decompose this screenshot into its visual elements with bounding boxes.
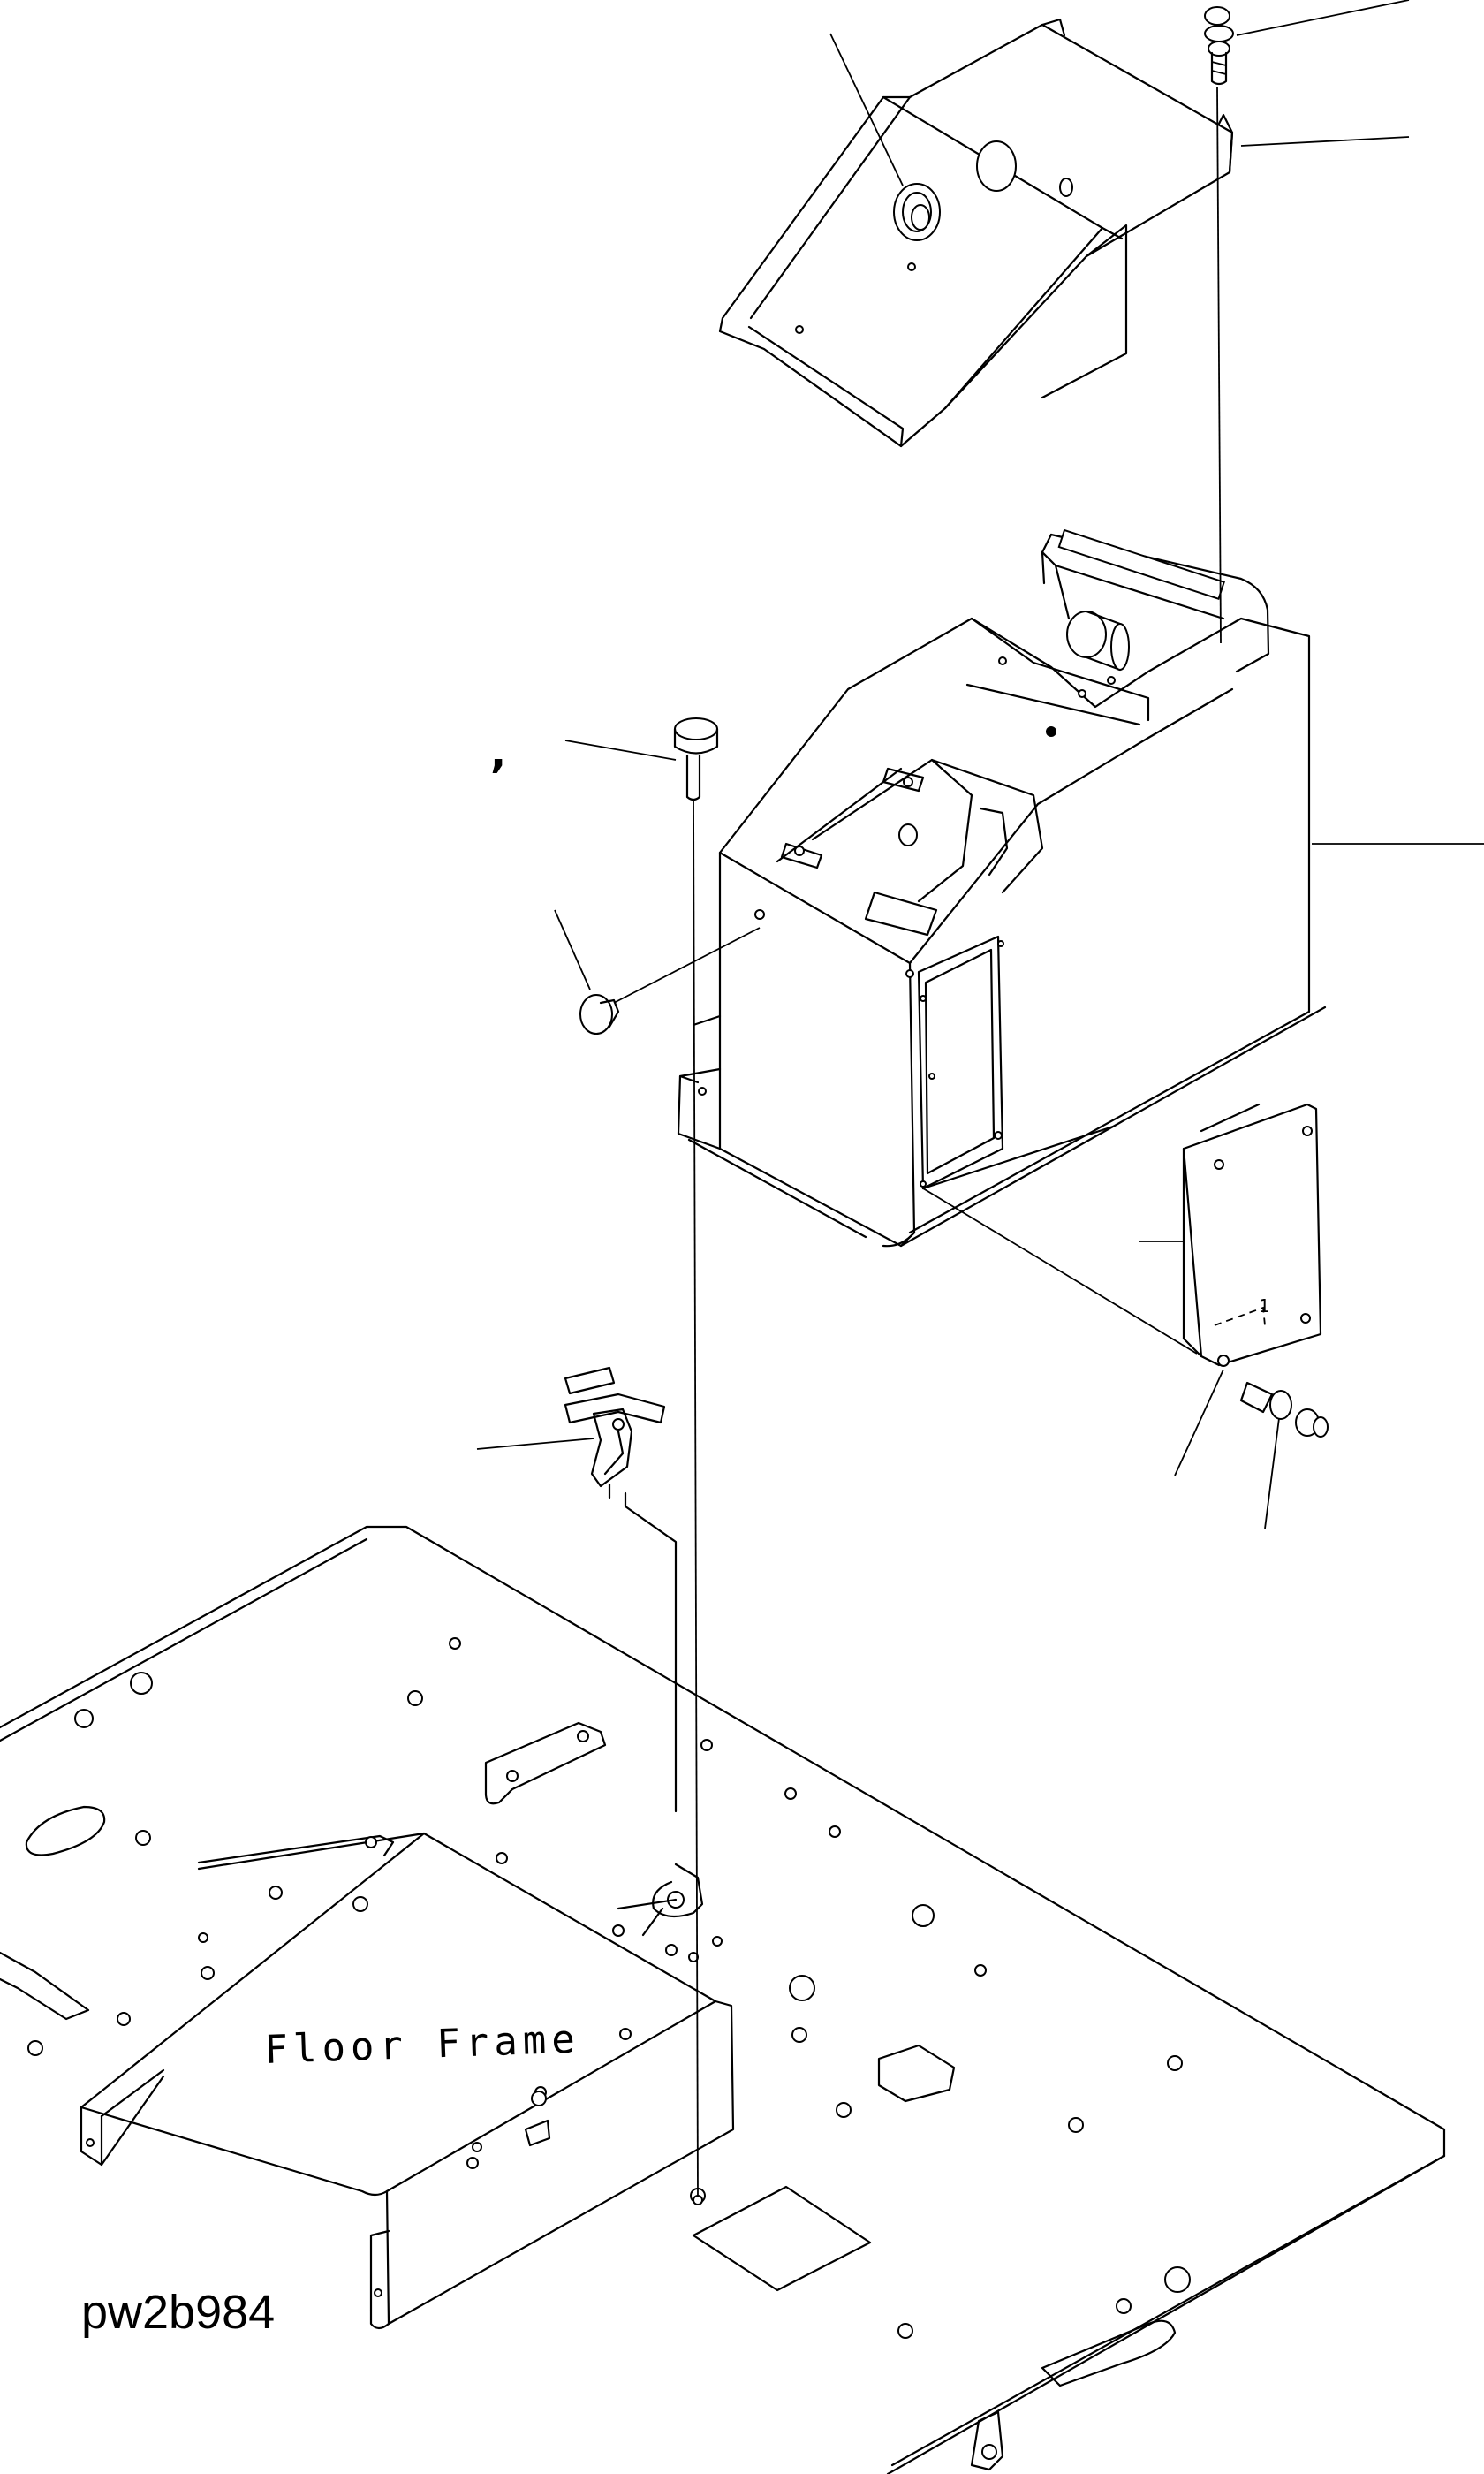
figure-id-label: pw2b984 bbox=[81, 2286, 275, 2339]
comma-mark: , bbox=[490, 728, 506, 778]
floor-frame-part bbox=[0, 1525, 1446, 2474]
floor-frame-label: Floor Frame bbox=[264, 2017, 581, 2073]
tag-number-label: 1 bbox=[1259, 1295, 1270, 1317]
grommet-part bbox=[893, 183, 941, 241]
clamp-part bbox=[564, 1366, 678, 1813]
bolt-part bbox=[673, 717, 719, 801]
screw-top-right bbox=[1204, 6, 1234, 86]
leader-lines bbox=[476, 0, 1484, 1529]
assembly-lines bbox=[613, 86, 1222, 2205]
floor-frame-box-part: Floor Frame bbox=[80, 1832, 735, 2330]
plug-cap-part bbox=[579, 994, 620, 1035]
side-cover-plate-part: 1 bbox=[1182, 1103, 1322, 1367]
console-box-part bbox=[677, 528, 1327, 1248]
top-cover-part bbox=[718, 18, 1234, 448]
screw-side-cover bbox=[1239, 1381, 1329, 1438]
